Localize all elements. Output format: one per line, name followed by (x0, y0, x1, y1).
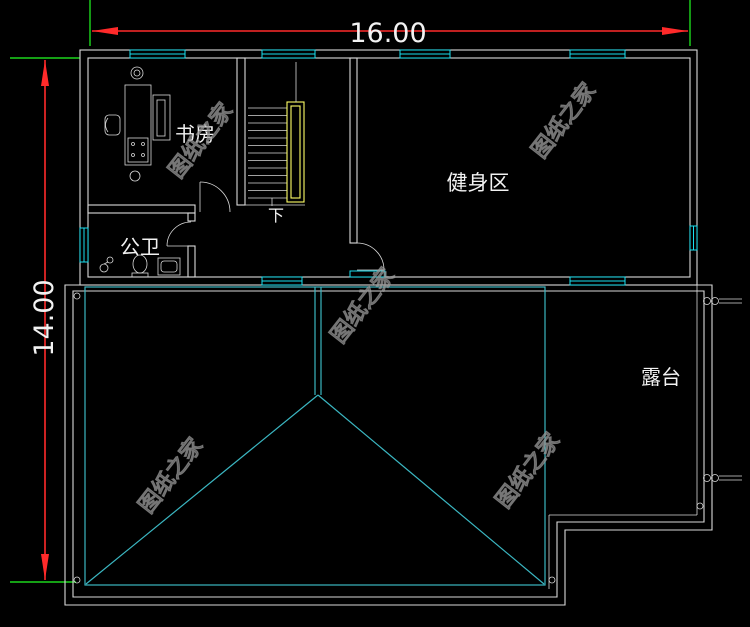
roof-hip-left (85, 394, 319, 585)
sink-basin (160, 260, 178, 273)
drawer-knob (131, 142, 135, 146)
height-label: 14.00 (29, 279, 60, 356)
stair-gym-wall (349, 57, 358, 244)
railing-lower (703, 474, 742, 482)
watermark: 图纸之家 (490, 427, 565, 513)
bathroom-fixtures (99, 254, 181, 278)
stair-treads (248, 107, 287, 199)
windows (79, 49, 698, 286)
desk-drawer (127, 137, 149, 163)
corner-post (73, 576, 81, 584)
study-bottom-wall (87, 204, 196, 214)
study-door-swing (199, 181, 231, 213)
bathroom-label: 公卫 (120, 235, 160, 259)
railing-post (703, 474, 711, 482)
corner-post (696, 502, 704, 510)
bathroom-wall-lower (187, 245, 196, 278)
bathroom-wall-upper (187, 212, 196, 222)
watermark: 图纸之家 (133, 432, 208, 518)
building-walls (79, 49, 698, 286)
waste-bin (129, 170, 141, 182)
railing-upper (703, 297, 742, 305)
height-dimension: 14.00 (10, 57, 80, 583)
roof-area: 露台 (64, 284, 742, 606)
study-stair-wall (236, 57, 246, 206)
shower-pipe (103, 261, 109, 265)
roof-hip-right (317, 394, 545, 585)
chair-icon (104, 114, 121, 136)
stair-direction-label: 下 (268, 206, 284, 225)
drawer-knob (141, 142, 145, 146)
roof-outline-outer (64, 284, 713, 606)
width-dimension: 16.00 (89, 0, 691, 49)
railing-post (711, 474, 719, 482)
desk (124, 84, 152, 166)
gym-door-swing (356, 242, 385, 271)
watermark: 图纸之家 (526, 77, 601, 163)
shower-valve (106, 256, 114, 264)
inner-wall (87, 57, 691, 278)
railing-post (703, 297, 711, 305)
corner-post (548, 576, 556, 584)
stair-handrail-outer (286, 101, 305, 203)
gym-label: 健身区 (447, 171, 510, 195)
doors (166, 181, 385, 271)
bookshelf-inner (156, 99, 166, 137)
railing-post (711, 297, 719, 305)
study-furniture (104, 66, 171, 182)
outer-wall (79, 49, 698, 286)
arrow-left-icon (92, 27, 118, 35)
shower-head-icon (99, 263, 109, 273)
gym-door-window (349, 270, 386, 278)
stair-handrail-inner (290, 105, 301, 199)
drawer-knob (131, 153, 135, 157)
bookshelf (152, 94, 171, 141)
watermarks: 图纸之家 图纸之家 图纸之家 图纸之家 图纸之家 (133, 77, 602, 519)
arrow-right-icon (662, 27, 688, 35)
terrace-label: 露台 (641, 365, 681, 389)
staircase: 下 (248, 62, 305, 225)
study-label: 书房 (175, 122, 215, 146)
corner-post (73, 292, 81, 300)
drawer-knob (141, 153, 145, 157)
arrow-down-icon (41, 554, 49, 580)
arrow-up-icon (41, 60, 49, 86)
plant-center (133, 69, 141, 77)
plant-icon (130, 66, 144, 80)
chair-back (105, 117, 109, 133)
bathroom-door-swing (166, 221, 192, 247)
sink-icon (157, 257, 181, 276)
width-label: 16.00 (349, 18, 426, 49)
toilet-tank (131, 272, 149, 278)
roof-outline-inner (72, 290, 705, 598)
